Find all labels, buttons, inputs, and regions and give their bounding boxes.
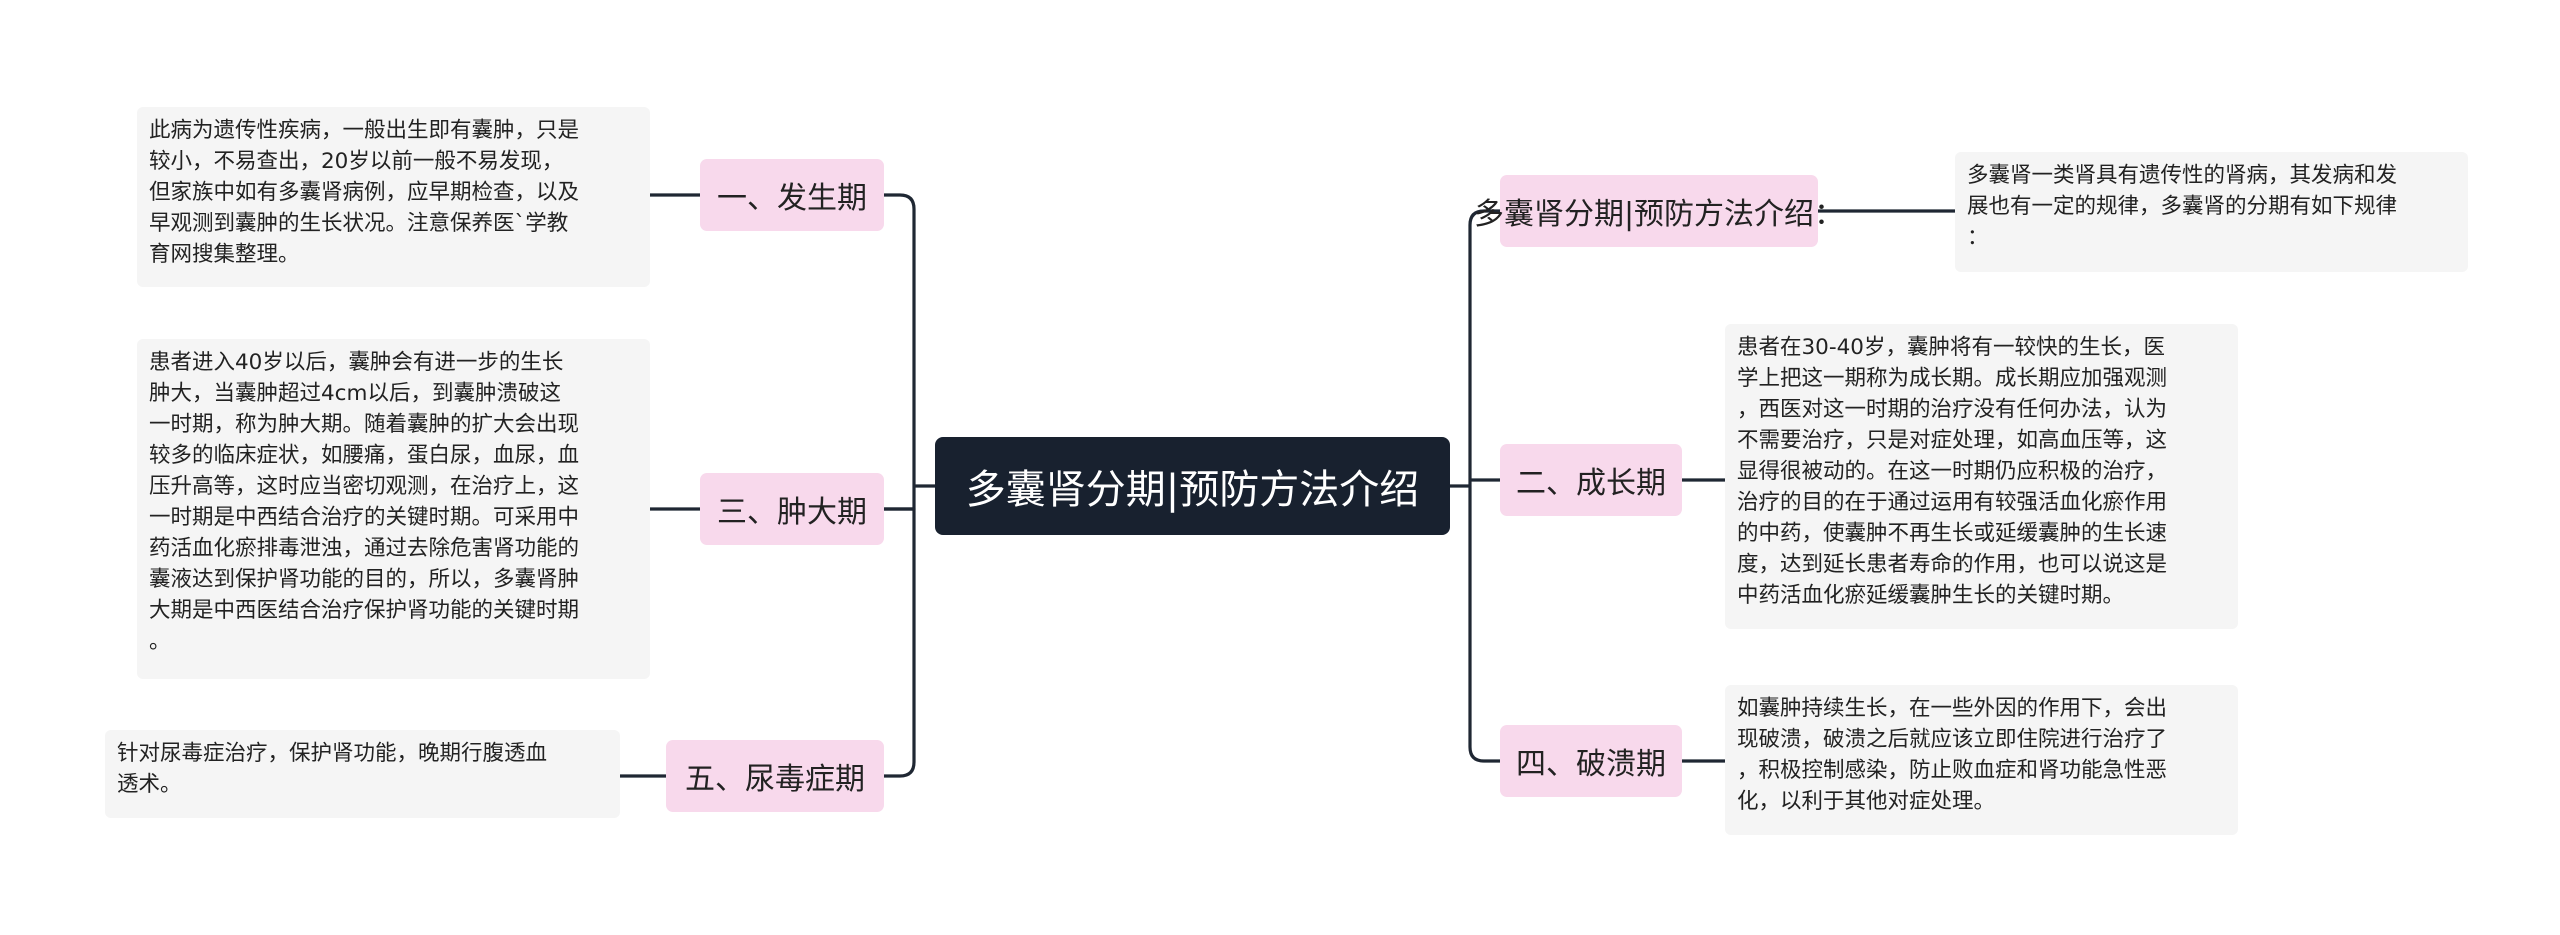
branch-uremia-stage[interactable]: 五、尿毒症期 [666,740,884,812]
branch-intro[interactable]: 多囊肾分期|预防方法介绍： [1474,175,1844,247]
leaf-enlargement-stage-detail: 患者进入40岁以后，囊肿会有进一步的生长 肿大，当囊肿超过4cm以后，到囊肿溃破… [137,339,650,679]
branch-rupture-stage[interactable]: 四、破溃期 [1500,725,1682,797]
leaf-growth-stage-detail: 患者在30-40岁，囊肿将有一较快的生长，医 学上把这一期称为成长期。成长期应加… [1725,324,2238,629]
branch-onset-stage[interactable]: 一、发生期 [700,159,884,231]
leaf-uremia-stage-detail: 针对尿毒症治疗，保护肾功能，晚期行腹透血 透术。 [105,730,620,818]
leaf-rupture-stage-detail: 如囊肿持续生长，在一些外因的作用下，会出 现破溃，破溃之后就应该立即住院进行治疗… [1725,685,2238,835]
leaf-onset-stage-detail: 此病为遗传性疾病，一般出生即有囊肿，只是 较小，不易查出，20岁以前一般不易发现… [137,107,650,287]
root-topic[interactable]: 多囊肾分期|预防方法介绍 [935,437,1450,535]
leaf-intro-detail: 多囊肾一类肾具有遗传性的肾病，其发病和发 展也有一定的规律，多囊肾的分期有如下规… [1955,152,2468,272]
branch-growth-stage[interactable]: 二、成长期 [1500,444,1682,516]
connector-root-right [1448,209,1502,763]
branch-enlargement-stage[interactable]: 三、肿大期 [700,473,884,545]
connector-root-left [882,193,937,778]
